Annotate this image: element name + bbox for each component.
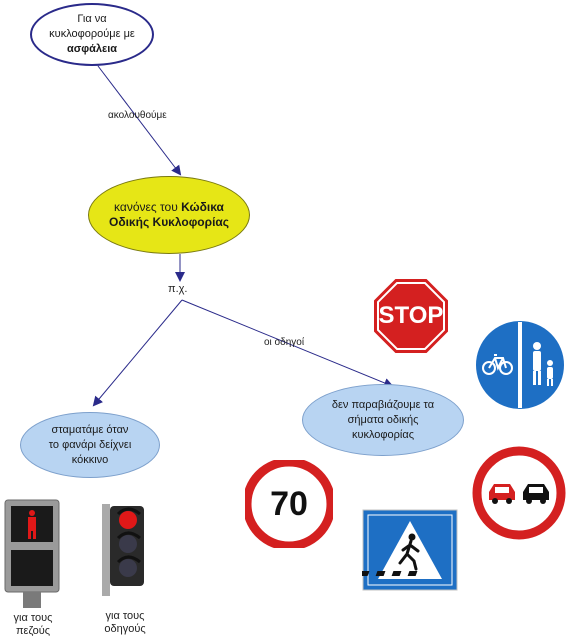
rules-bold1: Κώδικα <box>181 200 224 214</box>
caption-pedestrians: για τους πεζούς <box>2 612 64 638</box>
rules-prefix: κανόνες του <box>114 200 182 214</box>
signs-line1: δεν παραβιάζουμε τα <box>331 398 435 411</box>
signs-line3: κυκλοφορίας <box>351 428 415 441</box>
arrow-example-to-stop <box>92 299 183 407</box>
caption-drivers: για τους οδηγούς <box>92 610 158 636</box>
vehicle-traffic-light-icon <box>102 504 144 596</box>
arrow-safety-to-rules <box>97 65 182 176</box>
concept-stop-red-light: σταματάμε όταν το φανάρι δείχνει κόκκινο <box>20 412 160 478</box>
pedestrian-crossing-sign-icon <box>362 509 458 591</box>
link-label-follow: ακολουθούμε <box>108 110 167 121</box>
signs-line2: σήματα οδικής <box>347 413 419 426</box>
no-overtaking-sign-icon <box>472 446 566 540</box>
concept-safety: Για να κυκλοφορούμε με ασφάλεια <box>30 3 154 66</box>
link-label-example: π.χ. <box>168 283 188 295</box>
caption-drivers-line2: οδηγούς <box>104 623 146 635</box>
stop-line3: κόκκινο <box>71 453 109 466</box>
stop-sign-text: STOP <box>378 302 444 329</box>
caption-drivers-line1: για τους <box>105 610 145 622</box>
concept-respect-signs: δεν παραβιάζουμε τα σήματα οδικής κυκλοφ… <box>302 384 464 456</box>
speed-limit-value: 70 <box>270 485 308 523</box>
bicycle-pedestrian-lane-sign-icon <box>474 319 566 411</box>
pedestrian-traffic-light-icon <box>4 499 60 608</box>
stop-line2: το φανάρι δείχνει <box>48 438 132 451</box>
link-label-drivers: οι οδηγοί <box>264 337 305 348</box>
concept-traffic-code: κανόνες του Κώδικα Οδικής Κυκλοφορίας <box>88 176 250 254</box>
speed-limit-sign-icon: 70 <box>245 460 333 548</box>
caption-pedestrians-line1: για τους <box>13 612 53 624</box>
safety-bold: ασφάλεια <box>66 43 118 55</box>
safety-line2: κυκλοφορούμε με <box>49 28 135 40</box>
stop-sign-icon: STOP <box>371 276 451 356</box>
safety-line1: Για να <box>77 13 107 25</box>
caption-pedestrians-line2: πεζούς <box>15 625 51 637</box>
stop-line1: σταματάμε όταν <box>51 423 129 436</box>
arrow-example-to-signs <box>181 299 394 388</box>
rules-bold2: Οδικής Κυκλοφορίας <box>108 215 230 229</box>
